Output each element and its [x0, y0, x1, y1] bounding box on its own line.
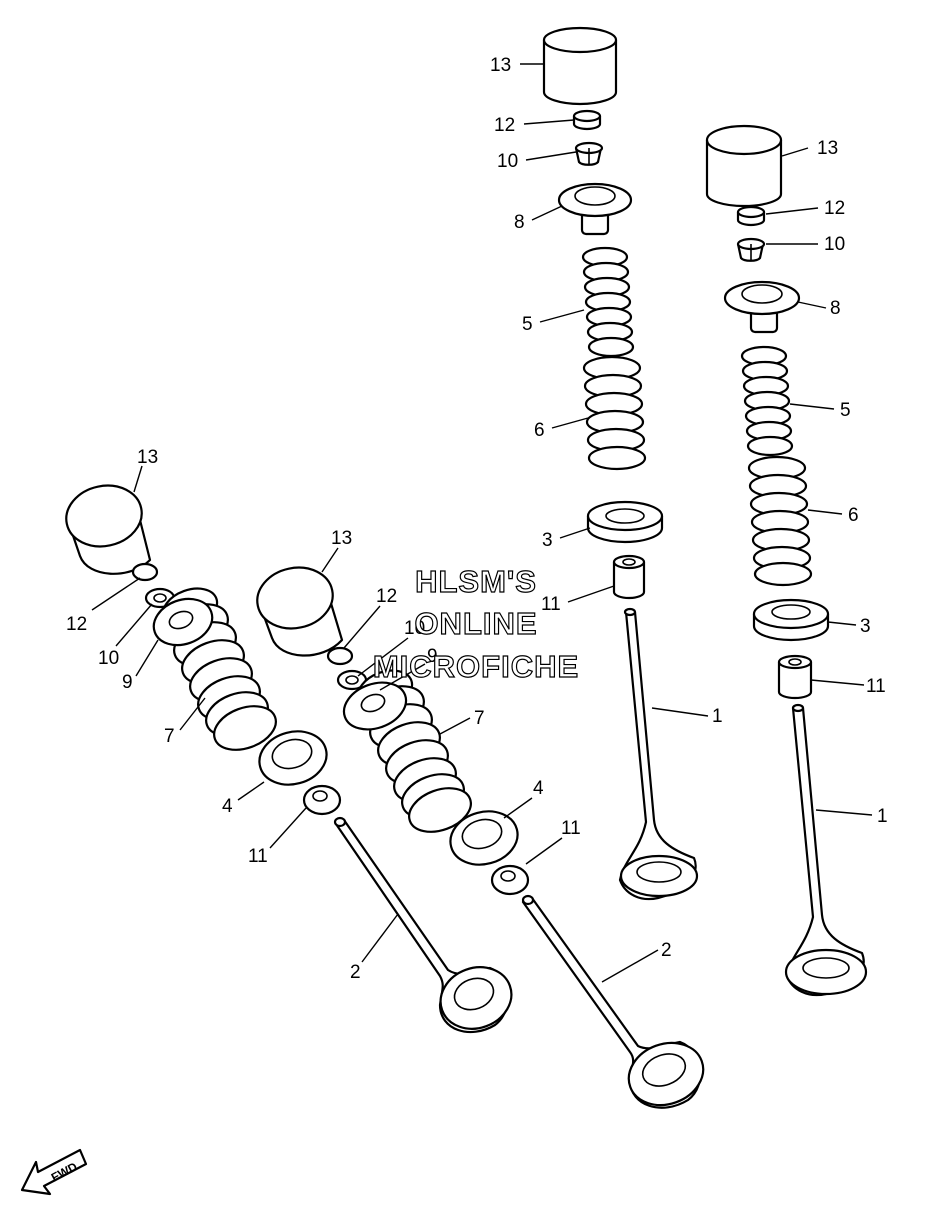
valve-cotter-b: [736, 237, 766, 262]
callout-c7: 7: [164, 726, 175, 747]
callout-a10: 10: [497, 151, 518, 172]
valve-spring-b: [740, 345, 813, 587]
callout-c2: 2: [350, 962, 361, 983]
callout-c13: 13: [137, 447, 158, 468]
valve-assembly-c: [65, 484, 513, 1034]
leader-lines: [91, 63, 873, 983]
callout-b6: 6: [848, 505, 859, 526]
valve-shim-b: [736, 205, 766, 227]
valve-stem-seal-a: [612, 554, 646, 600]
callout-c11: 11: [248, 846, 268, 867]
callout-d4: 4: [533, 778, 544, 799]
callout-a1: 1: [712, 706, 723, 727]
valve-assembly-d: [256, 566, 705, 1109]
valve-lifter-b: [705, 124, 783, 208]
valve-shim-a: [572, 109, 602, 131]
watermark-line1: HLSM'S: [415, 564, 537, 599]
valve-lifter-a: [542, 26, 618, 106]
callout-numbers: 13 12 10 8 5 6 3 11 1 13 12 10 8 5 6 3 1…: [66, 55, 888, 983]
valve-lifter-c: [65, 484, 152, 575]
callout-a12: 12: [494, 115, 515, 136]
callout-c10: 10: [98, 648, 119, 669]
callout-a5: 5: [522, 314, 533, 335]
callout-a3: 3: [542, 530, 553, 551]
intake-valve-b: [784, 703, 868, 997]
callout-b1: 1: [877, 806, 888, 827]
valve-assembly-a: [542, 26, 699, 901]
callout-c12: 12: [66, 614, 87, 635]
spring-retainer-a: [557, 182, 633, 236]
watermark-line3: MICROFICHE: [373, 649, 579, 684]
valve-spring-d: [342, 669, 472, 833]
callout-d10: 10: [404, 618, 425, 639]
callout-b5: 5: [840, 400, 851, 421]
callout-d13: 13: [331, 528, 352, 549]
valve-cotter-a: [574, 141, 604, 166]
exhaust-valve-d: [521, 894, 705, 1109]
callout-c4: 4: [222, 796, 233, 817]
watermark: HLSM'S ONLINE MICROFICHE: [372, 563, 579, 684]
callout-b13: 13: [817, 138, 838, 159]
exhaust-valve-c: [333, 816, 513, 1034]
valve-shim-d: [326, 646, 354, 666]
callout-a11: 11: [541, 594, 561, 615]
callout-b8: 8: [830, 298, 841, 319]
valve-lifter-d: [256, 566, 344, 657]
valve-assembly-b: [705, 124, 868, 997]
callout-b10: 10: [824, 234, 845, 255]
callout-d9: 9: [427, 646, 438, 667]
watermark-line2: ONLINE: [414, 606, 537, 641]
spring-seat-c: [258, 730, 328, 786]
intake-valve-a: [618, 607, 699, 901]
valve-shim-c: [131, 562, 159, 582]
callout-b12: 12: [824, 198, 845, 219]
spring-seat-b: [752, 598, 830, 642]
callout-b11: 11: [866, 676, 886, 697]
callout-d11: 11: [561, 818, 581, 839]
spring-seat-a: [586, 500, 664, 544]
callout-d2: 2: [661, 940, 672, 961]
valve-stem-seal-d: [490, 864, 530, 896]
forward-direction-icon: FWD: [20, 1148, 88, 1196]
callout-a8: 8: [514, 212, 525, 233]
callout-c9: 9: [122, 672, 133, 693]
valve-stem-seal-b: [777, 654, 813, 700]
callout-a6: 6: [534, 420, 545, 441]
callout-b3: 3: [860, 616, 871, 637]
callout-d7: 7: [474, 708, 485, 729]
valve-spring-a: [581, 246, 647, 471]
spring-seat-d: [449, 810, 519, 866]
callout-a13: 13: [490, 55, 511, 76]
valve-spring-c: [152, 587, 277, 751]
spring-retainer-b: [723, 280, 801, 334]
valve-stem-seal-c: [302, 784, 342, 816]
callout-d12: 12: [376, 586, 397, 607]
